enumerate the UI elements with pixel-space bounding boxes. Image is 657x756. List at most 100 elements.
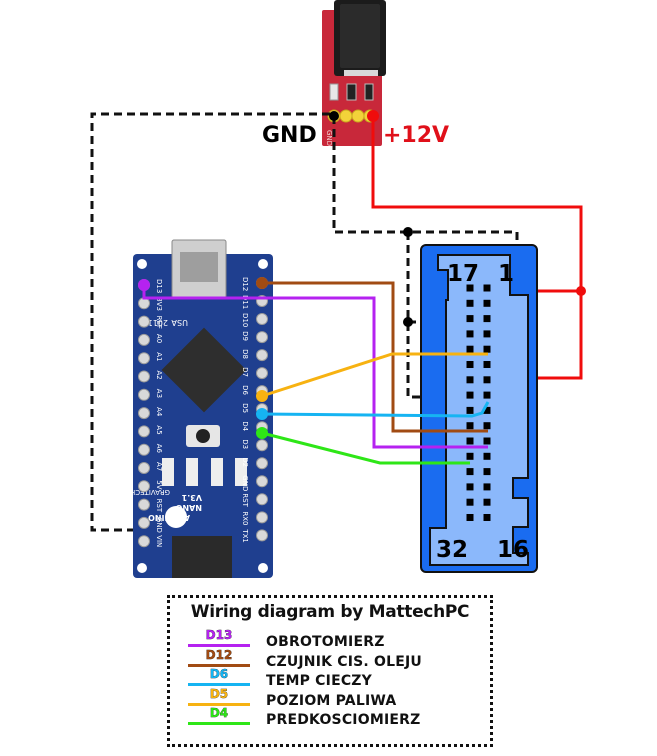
wire-d12: [262, 281, 488, 433]
connector-pin: [466, 330, 474, 338]
mount-hole: [258, 259, 268, 269]
arduino-pin-label: D3: [241, 439, 249, 449]
legend-description: CZUJNIK CIS. OLEJU: [266, 653, 422, 670]
arduino-pin-label: RST: [241, 493, 249, 507]
legend-color-line: [188, 722, 250, 725]
connector-pin: [483, 437, 491, 445]
legend-pin-label: D12: [205, 647, 233, 662]
legend-color-line: [188, 644, 250, 647]
connector-label-1: 1: [498, 261, 514, 287]
connector-pin: [466, 391, 474, 399]
arduino-pin-label: RST: [155, 499, 163, 513]
arduino-pin-label: D4: [241, 421, 249, 431]
connector-pin: [483, 406, 491, 414]
arduino-pin-d8: [256, 349, 268, 362]
connector-pin: [483, 315, 491, 323]
arduino-pin-a7: [138, 462, 150, 474]
vcc-wire-main: [371, 116, 583, 291]
resistor: [364, 83, 374, 101]
led-pwr: [186, 458, 198, 486]
connector-pin: [483, 498, 491, 506]
gnd-label: GND: [262, 123, 317, 148]
board-text-nano: NANO: [175, 503, 202, 512]
arduino-pin-label: A7: [155, 462, 163, 471]
arduino-pin-label: 5V: [155, 480, 163, 489]
legend-description: OBROTOMIERZ: [266, 634, 385, 650]
arduino-pin-gnd: [138, 516, 150, 529]
gravitech-logo: [165, 506, 187, 528]
vcc-junctions: [367, 110, 586, 296]
arduino-pin-a4: [138, 407, 150, 420]
arduino-pin-a6: [138, 443, 150, 456]
mount-hole: [258, 563, 268, 573]
reset-button-cap[interactable]: [196, 429, 210, 443]
arduino-nano: ARDUINO NANO V3.1 GRAVITECH.US USA 2011 …: [118, 239, 273, 578]
arduino-pin-label: D12: [241, 277, 249, 291]
connector-pin: [466, 514, 474, 521]
power-pin-label: GND: [325, 130, 333, 146]
arduino-pin-tx1: [256, 529, 268, 542]
legend-item: D6 TEMP CIECZY: [188, 667, 488, 691]
board-text-usa: USA: [171, 318, 188, 327]
signal-terminals: [138, 277, 268, 439]
arduino-pin-label: TX1: [241, 528, 249, 543]
led-l: [162, 458, 174, 486]
connector-pin: [466, 376, 474, 384]
arduino-pin-label: D11: [241, 295, 249, 309]
connector-pin: [466, 468, 474, 476]
connector-pin: [466, 483, 474, 491]
arduino-pin-a2: [138, 370, 150, 383]
arduino-pin-label: A1: [155, 352, 163, 361]
gnd-wire-branch: [406, 232, 470, 399]
connector-pin: [466, 498, 474, 506]
connector-pin: [483, 391, 491, 399]
arduino-pin-5v: [138, 480, 150, 493]
arduino-pin-a0: [138, 333, 150, 346]
resistor: [346, 83, 357, 101]
connector-pin: [466, 345, 474, 353]
barrel-jack-face: [340, 4, 380, 68]
legend-title: Wiring diagram by MattechPC: [190, 602, 470, 622]
connector-label-17: 17: [447, 261, 479, 287]
arduino-pin-label: D8: [241, 349, 249, 359]
cluster-connector: 17 1 32 16: [420, 244, 538, 573]
terminal-d5: [256, 390, 268, 402]
barrel-jack-base: [344, 70, 378, 76]
connector-label-16: 16: [497, 537, 529, 563]
wire-d5: [261, 352, 488, 398]
arduino-pin-label: D7: [241, 367, 249, 377]
connector-pin: [466, 452, 474, 460]
connector-pin: [483, 452, 491, 460]
connector-pin: [483, 361, 491, 368]
connector-pin: [466, 299, 474, 307]
arduino-pin-rst: [256, 493, 268, 506]
legend-pin-label: D13: [205, 628, 233, 643]
gnd-wire-arduino: [90, 112, 330, 532]
connector-inner: [429, 254, 529, 566]
connector-pin: [483, 330, 491, 338]
legend-pin-label: D5: [209, 686, 229, 701]
legend-pin-label: D6: [209, 667, 229, 682]
arduino-pin-label: D9: [241, 331, 249, 341]
arduino-pin-d10: [256, 313, 268, 326]
arduino-pcb: [133, 254, 273, 578]
arduino-pin-rx0: [256, 511, 268, 524]
arduino-pin-label: GND: [155, 517, 163, 533]
arduino-pin-label: 3V3: [155, 297, 163, 311]
legend-description: PREDKOSCIOMIERZ: [266, 712, 421, 728]
wire-d13: [142, 286, 488, 449]
arduino-pin-label: A5: [155, 425, 163, 434]
connector-pin: [483, 376, 491, 384]
mount-hole: [137, 259, 147, 269]
terminal-d4: [256, 427, 268, 439]
legend-description: TEMP CIECZY: [266, 673, 372, 689]
connector-pin: [466, 422, 474, 430]
led-tx: [235, 458, 247, 486]
terminal-d13: [138, 279, 150, 291]
arduino-pin-label: A3: [155, 389, 163, 398]
connector-pin: [466, 315, 474, 323]
legend-color-line: [188, 683, 250, 686]
connector-pins: [466, 284, 491, 521]
